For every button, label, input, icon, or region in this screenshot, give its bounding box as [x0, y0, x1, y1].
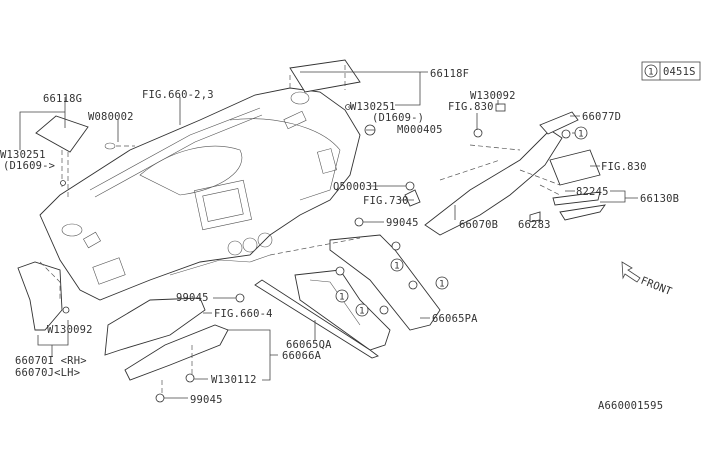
label-66070B[interactable]: 66070B — [459, 219, 498, 231]
label-66118G[interactable]: 66118G — [43, 93, 82, 105]
reference-symbol: 1 — [648, 68, 654, 78]
label-W080002[interactable]: W080002 — [88, 111, 134, 123]
label-W130092-left[interactable]: W130092 — [47, 324, 93, 336]
svg-text:1: 1 — [578, 130, 584, 140]
label-D1609-left: (D1609-> — [3, 160, 55, 172]
label-W130251-left[interactable]: W130251 — [0, 149, 46, 161]
console-drawing — [254, 234, 441, 359]
label-66065PA[interactable]: 66065PA — [432, 313, 478, 325]
label-82245[interactable]: 82245 — [576, 186, 609, 198]
drawing-id: A660001595 — [598, 400, 663, 412]
label-66130B[interactable]: 66130B — [640, 193, 679, 205]
glovebox-drawing — [17, 261, 229, 400]
label-FIG730[interactable]: FIG.730 — [363, 195, 409, 207]
front-label: FRONT — [639, 275, 674, 299]
label-66066A[interactable]: 66066A — [282, 350, 322, 362]
label-66070I-RH[interactable]: 66070I <RH> — [15, 355, 87, 367]
label-FIG660-4[interactable]: FIG.660-4 — [214, 308, 273, 320]
reference-box: 1 0451S — [641, 61, 701, 81]
leader-lines — [19, 71, 638, 399]
instrument-panel-drawing — [39, 87, 361, 301]
pad-66118G — [35, 115, 89, 153]
label-W130092-right[interactable]: W130092 — [470, 90, 516, 102]
svg-text:1: 1 — [394, 262, 400, 272]
label-66065QA[interactable]: 66065QA — [286, 339, 332, 351]
label-66283[interactable]: 66283 — [518, 219, 551, 231]
label-Q500031[interactable]: Q500031 — [333, 181, 379, 193]
label-99045-c[interactable]: 99045 — [190, 394, 223, 406]
part-labels: 66118F W130251 (D1609-) M000405 W130092 … — [0, 68, 679, 412]
label-66070J-LH[interactable]: 66070J<LH> — [15, 367, 80, 379]
label-FIG660-2-3[interactable]: FIG.660-2,3 — [142, 89, 214, 101]
svg-text:1: 1 — [339, 293, 345, 303]
front-arrow-icon: FRONT — [621, 261, 674, 299]
svg-text:1: 1 — [359, 307, 365, 317]
label-FIG830-a[interactable]: FIG.830 — [448, 101, 494, 113]
reference-code: 0451S — [663, 66, 696, 78]
label-99045-a[interactable]: 99045 — [386, 217, 419, 229]
label-99045-b[interactable]: 99045 — [176, 292, 209, 304]
callout-symbols: 1 1 1 1 1 — [335, 126, 588, 317]
side-cover-66070 — [17, 261, 63, 331]
svg-text:1: 1 — [439, 280, 445, 290]
label-W130251-right[interactable]: W130251 — [350, 101, 396, 113]
pad-66118F — [289, 59, 361, 93]
label-FIG830-b[interactable]: FIG.830 — [601, 161, 647, 173]
trim-66070B-drawing — [404, 111, 606, 236]
label-W130112[interactable]: W130112 — [211, 374, 257, 386]
label-66077D[interactable]: 66077D — [582, 111, 621, 123]
label-M000405[interactable]: M000405 — [397, 124, 443, 136]
label-66118F[interactable]: 66118F — [430, 68, 469, 80]
label-D1609-right: (D1609-) — [372, 112, 424, 124]
